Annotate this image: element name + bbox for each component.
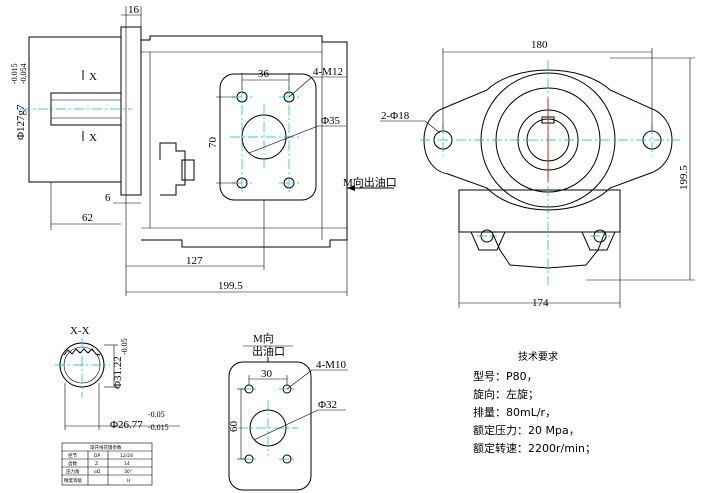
dim-shaft-length: 62 <box>82 212 93 224</box>
table-row-value: 30° <box>124 469 132 475</box>
tech-line: 额定压力：20 Mpa， <box>473 423 580 437</box>
dim-shaft-tol-lower: -0.054 <box>19 63 28 84</box>
dim-spline-major-tol: -0.05 <box>120 338 129 355</box>
spline-table-title: 渐开线花键参数 <box>90 444 122 451</box>
label-port-bolts: 4-M12 <box>313 66 343 78</box>
side-view: X X 16 Φ127g7 -0.015 -0.054 62 6 127 199… <box>10 4 397 296</box>
m-view-title-2: 出油口 <box>252 344 285 358</box>
dim-spline-minor: Φ26.77 <box>110 419 143 431</box>
table-row-name: 齿数 <box>68 460 77 467</box>
lower-housing <box>458 190 621 269</box>
table-row-name: 径节 <box>68 452 77 459</box>
section-mark-top: X <box>89 71 97 83</box>
dim-flange-thickness: 16 <box>128 4 140 16</box>
dim-spline-minor-tol-lower: -0.015 <box>148 423 169 432</box>
tech-line: 排量：80mL/r， <box>473 405 556 419</box>
section-xx: X-X Φ31.22 -0.05 Φ26.77 -0.05 -0.015 <box>55 325 180 432</box>
table-row-name: 精度等级 <box>64 477 82 484</box>
dim-port-spacing-v: 70 <box>207 137 219 149</box>
label-m-view-port: M向出油口 <box>343 175 397 189</box>
pilot-boss <box>28 36 122 183</box>
table-row-value: 12/24 <box>120 453 133 459</box>
m-view-title-1: M向 <box>253 331 274 345</box>
dim-front-height: 199.5 <box>678 165 690 190</box>
dim-m-spacing-h: 30 <box>261 368 273 380</box>
mounting-flange <box>120 26 142 196</box>
dim-total-length: 199.5 <box>218 280 243 292</box>
section-mark-bottom: X <box>89 132 97 144</box>
dim-shaft-dia: Φ127g7 <box>15 104 27 140</box>
label-m-bolts: 4-M10 <box>316 359 346 371</box>
dim-port-spacing-h: 36 <box>258 68 270 80</box>
tech-line: 额定转速：2200r/min； <box>473 441 596 455</box>
table-row-value: 14 <box>124 461 130 467</box>
dim-flange-step: 6 <box>105 192 111 204</box>
section-title: X-X <box>70 325 90 337</box>
dim-m-spacing-v: 60 <box>228 421 240 433</box>
table-row-name: 压力角 <box>66 468 80 475</box>
m-view: M向 出油口 30 4-M10 60 Φ32 <box>228 331 348 491</box>
spline-table: 渐开线花键参数 径节 DP 12/24 齿数 Z 14 压力角 αD 30° 精… <box>61 442 153 486</box>
dim-body-length: 127 <box>186 255 203 267</box>
pump-body <box>141 35 348 248</box>
label-mount-holes: 2-Φ18 <box>381 110 410 122</box>
table-row-symbol: Z <box>95 461 98 467</box>
dim-shaft-tol-upper: -0.015 <box>10 63 19 84</box>
front-view: 180 199.5 2-Φ18 174 <box>380 39 695 309</box>
table-row-symbol: DP <box>94 453 100 459</box>
label-port-dia: Φ35 <box>321 115 341 127</box>
table-row-symbol: αD <box>94 469 101 475</box>
tech-title: 技术要求 <box>518 350 558 363</box>
tech-line: 旋向：左旋； <box>473 387 539 401</box>
flange-outline <box>423 69 673 211</box>
label-m-port-dia: Φ32 <box>318 399 337 411</box>
inlet-boss <box>159 142 186 196</box>
table-row-value: H <box>127 478 130 484</box>
m-port-plate <box>228 361 312 491</box>
tech-line: 型号：P80， <box>473 369 538 383</box>
dim-spline-minor-tol-upper: -0.05 <box>148 410 165 419</box>
dim-front-width: 180 <box>531 39 548 51</box>
dim-front-bottom-width: 174 <box>532 297 549 309</box>
tech-requirements: 技术要求 型号：P80， 旋向：左旋； 排量：80mL/r， 额定压力：20 M… <box>473 350 596 455</box>
dim-spline-major: Φ31.22 <box>112 356 124 389</box>
